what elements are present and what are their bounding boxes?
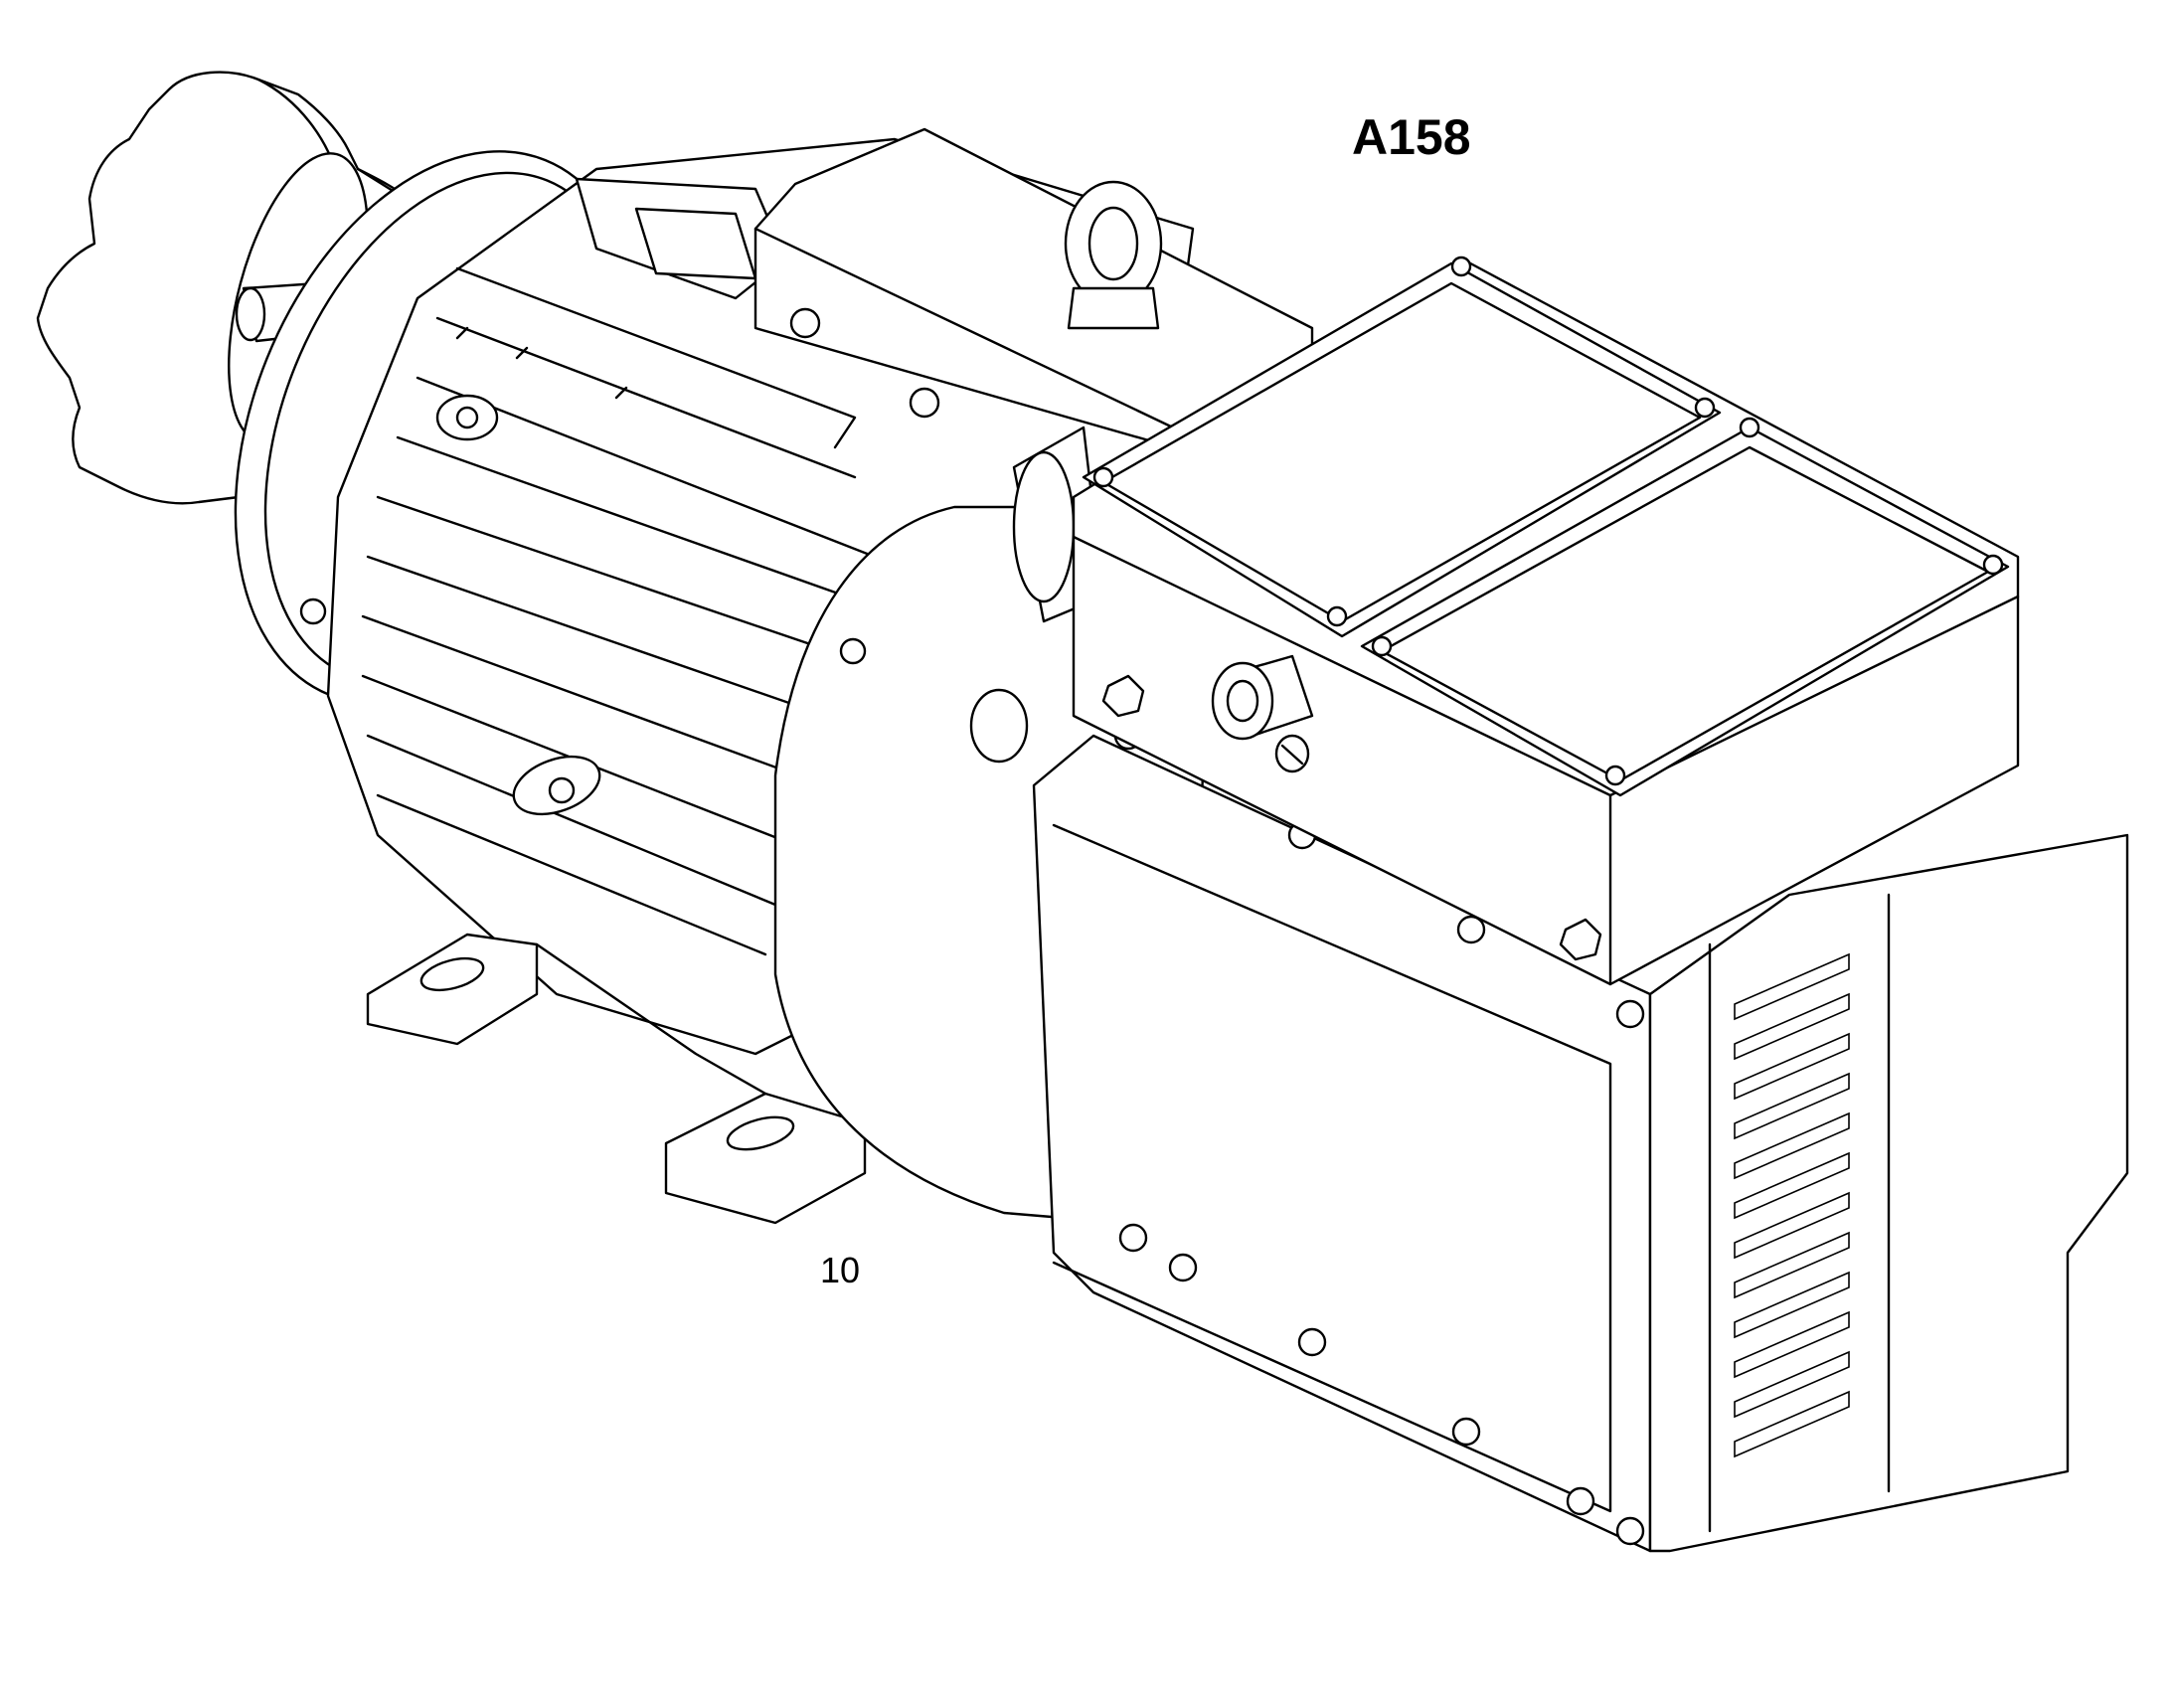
- motor-feet: [366, 933, 867, 1225]
- figure-title: A158: [1352, 109, 1471, 165]
- top-plate: [753, 127, 1314, 449]
- vent-slots: [1734, 952, 1850, 1458]
- callout-label-10: 10: [820, 1250, 860, 1290]
- terminal-box: [1072, 256, 2020, 986]
